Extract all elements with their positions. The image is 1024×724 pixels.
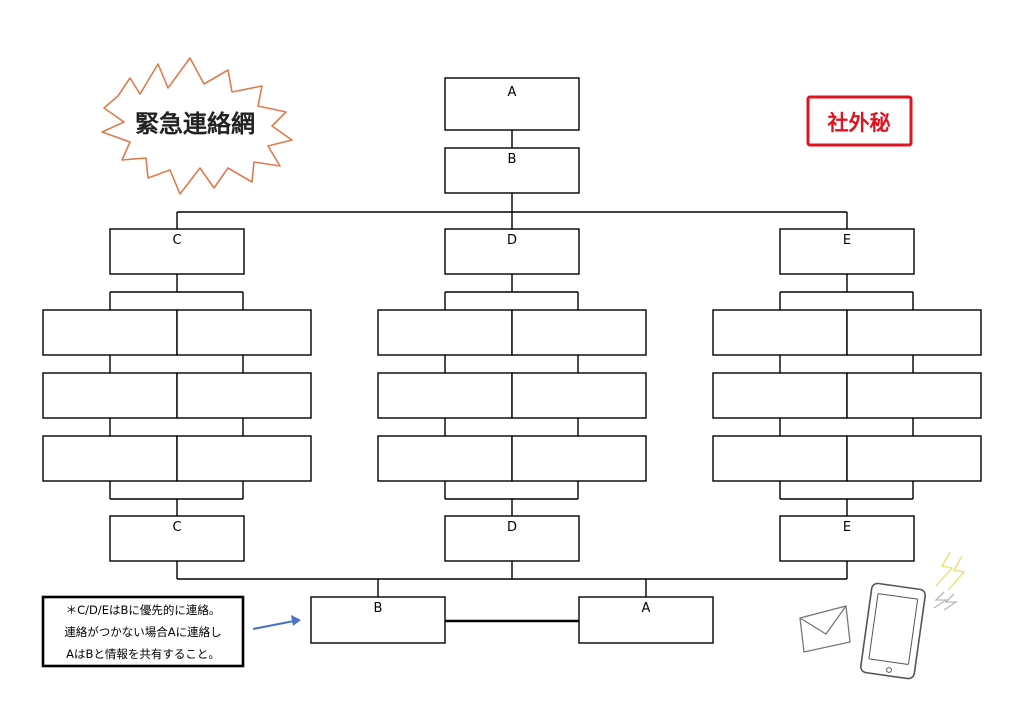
note-line-3: AはBと情報を共有すること。 <box>66 647 220 661</box>
member-box <box>511 309 647 356</box>
stamp-text: 社外秘 <box>827 111 891 135</box>
member-box <box>42 372 178 419</box>
confidential-stamp: 社外秘 <box>806 95 913 147</box>
title-text: 緊急連絡網 <box>135 110 255 138</box>
lightning-icon <box>933 551 966 611</box>
member-box <box>176 372 312 419</box>
node-final-b: B <box>310 596 446 644</box>
member-box <box>42 309 178 356</box>
node-second-b: B <box>444 147 580 194</box>
member-box <box>42 435 178 482</box>
group-footer-d-label: D <box>507 520 517 535</box>
group-footer-c-label: C <box>172 520 181 535</box>
member-box <box>846 372 982 419</box>
member-box <box>377 435 513 482</box>
note-line-2: 連絡がつかない場合Aに連絡し <box>64 625 221 639</box>
member-box <box>176 309 312 356</box>
member-box <box>377 372 513 419</box>
member-box <box>712 309 848 356</box>
member-box <box>511 372 647 419</box>
group-c-members <box>42 309 312 482</box>
node-final-b-label: B <box>374 601 383 616</box>
member-box <box>846 435 982 482</box>
member-box <box>846 309 982 356</box>
node-top-a: A <box>444 77 580 131</box>
note-line-1: ＊C/D/EはBに優先的に連絡。 <box>66 603 221 617</box>
note-box: ＊C/D/EはBに優先的に連絡。 連絡がつかない場合Aに連絡し AはBと情報を共… <box>41 595 245 668</box>
group-header-e-label: E <box>843 233 851 248</box>
member-box <box>176 435 312 482</box>
arrow-icon <box>252 615 301 630</box>
group-header-d-label: D <box>507 233 517 248</box>
member-box <box>377 309 513 356</box>
smartphone-icon <box>859 582 927 680</box>
node-top-a-label: A <box>508 85 517 100</box>
group-header-c: C <box>109 228 245 275</box>
group-d-members <box>377 309 647 482</box>
group-footer-e: E <box>779 515 915 562</box>
title-burst: 緊急連絡網 <box>101 57 293 195</box>
node-final-a: A <box>578 596 714 644</box>
stamp-border <box>806 95 913 147</box>
group-header-e: E <box>779 228 915 275</box>
member-box <box>712 435 848 482</box>
envelope-icon <box>799 605 851 653</box>
member-box <box>712 372 848 419</box>
group-footer-d: D <box>444 515 580 562</box>
group-e-members <box>712 309 982 482</box>
node-second-b-label: B <box>508 152 517 167</box>
member-box <box>511 435 647 482</box>
connectors <box>109 130 914 597</box>
group-footer-c: C <box>109 515 245 562</box>
group-header-d: D <box>444 228 580 275</box>
group-header-c-label: C <box>172 233 181 248</box>
burst-shape <box>101 57 293 195</box>
group-footer-e-label: E <box>843 520 851 535</box>
node-final-a-label: A <box>642 601 651 616</box>
